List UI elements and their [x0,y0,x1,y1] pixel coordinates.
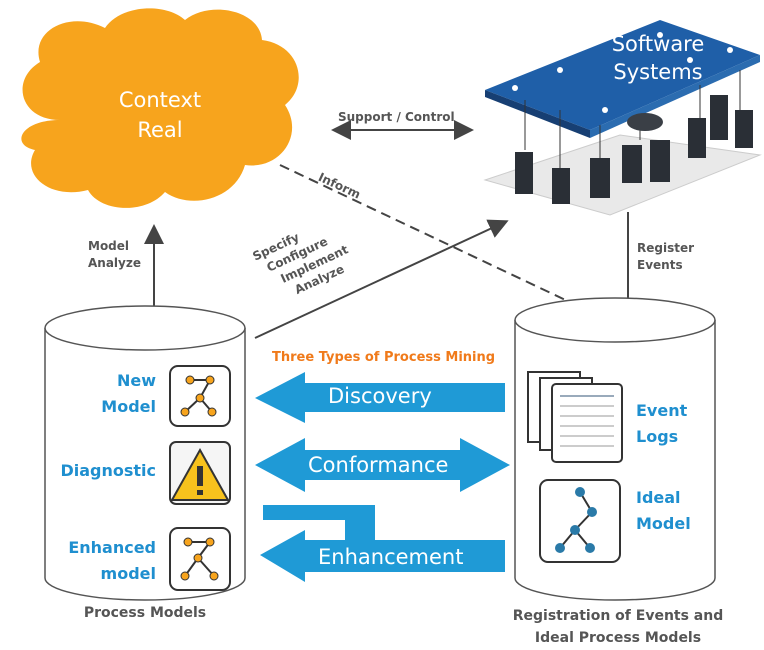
enhanced-line2: model [100,564,156,583]
diagnostic-label: Diagnostic [60,461,156,480]
diagnostic-warning-icon [169,441,231,505]
enhanced-model-tree-icon [169,527,231,591]
event-logs-label: Event Logs [636,398,687,450]
conformance-arrow [255,438,510,492]
enhanced-line1: Enhanced [68,538,156,557]
enhancement-text: Enhancement [318,545,464,569]
conformance-text: Conformance [308,453,449,477]
context-cloud [21,8,299,208]
new-model-line1: New [116,371,156,390]
discovery-arrow [255,372,505,423]
event-logs-document-icon [527,371,623,463]
register-events-label: Register Events [637,240,694,274]
event-logs-line1: Event [636,401,688,420]
new-model-line2: Model [101,397,156,416]
inform-arrow [279,164,616,325]
model-analyze-line2: Analyze [88,256,141,270]
ideal-model-line2: Model [636,514,691,533]
enhancement-arrow [260,505,505,582]
new-model-label: New Model [90,368,156,420]
software-line2: Systems [613,60,703,84]
new-model-tree-icon [169,365,231,427]
model-analyze-label: Model Analyze [88,238,141,272]
register-line2: Events [637,258,683,272]
three-types-title: Three Types of Process Mining [272,350,496,365]
process-models-caption: Process Models [83,605,207,621]
registration-caption-line2: Ideal Process Models [534,630,702,646]
register-line1: Register [637,241,695,255]
ideal-model-tree-icon [539,479,621,563]
software-label: Software Systems [598,30,718,86]
specify-arrow [254,219,509,339]
model-analyze-line1: Model [88,239,130,253]
context-line2: Real [137,118,183,142]
enhanced-model-label: Enhanced model [60,535,156,587]
context-line1: Context [118,88,202,112]
software-line1: Software [611,32,705,56]
discovery-text: Discovery [328,384,432,408]
context-label: Context Real [105,85,215,145]
software-systems-illustration [483,20,762,216]
ideal-model-line1: Ideal [636,488,681,507]
event-logs-line2: Logs [636,427,679,446]
support-control-label: Support / Control [338,110,455,124]
ideal-model-label: Ideal Model [636,485,691,537]
registration-caption: Registration of Events and Ideal Process… [478,605,758,649]
registration-caption-line1: Registration of Events and [512,608,724,624]
